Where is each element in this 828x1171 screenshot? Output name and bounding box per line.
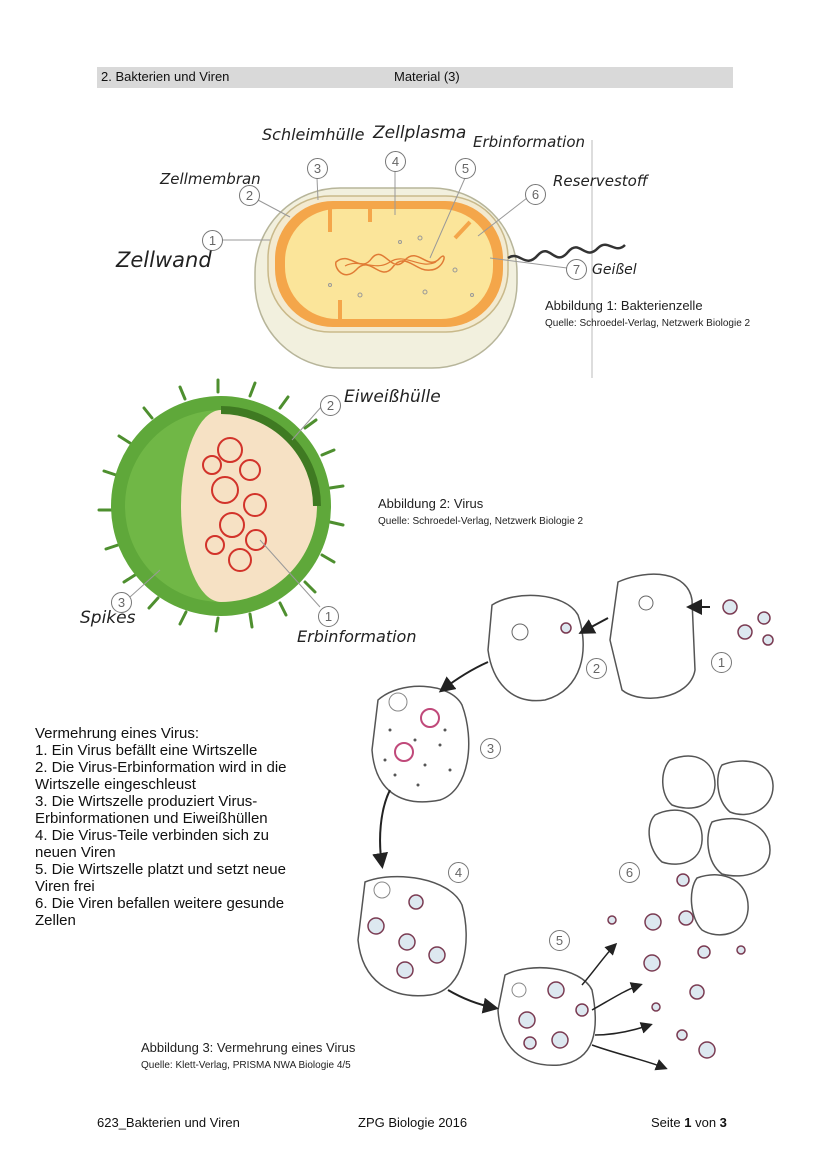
bacterium-number-5: 5: [455, 158, 476, 179]
source-figure-3: Quelle: Klett-Verlag, PRISMA NWA Biologi…: [141, 1060, 351, 1071]
replication-step-line: 3. Die Wirtszelle produziert Virus-: [35, 793, 258, 810]
source-figure-2: Quelle: Schroedel-Verlag, Netzwerk Biolo…: [378, 516, 584, 527]
cycle-number-6: 6: [619, 862, 640, 883]
label-zellplasma: Zellplasma: [373, 123, 467, 143]
replication-step-line: neuen Viren: [35, 844, 116, 861]
label-eiweisshuelle: Eiweißhülle: [344, 387, 441, 407]
replication-step-line: 6. Die Viren befallen weitere gesunde: [35, 895, 285, 912]
bacterium-number-1: 1: [202, 230, 223, 251]
replication-step-line: 4. Die Virus-Teile verbinden sich zu: [35, 827, 270, 844]
bacterium-number-6: 6: [525, 184, 546, 205]
footer-page-total: 3: [719, 1115, 727, 1130]
replication-step-line: Wirtszelle eingeschleust: [35, 776, 196, 793]
label-zellwand: Zellwand: [116, 248, 212, 272]
replication-steps-text: Vermehrung eines Virus: 1. Ein Virus bef…: [35, 725, 287, 929]
replication-step-line: Viren frei: [35, 878, 95, 895]
cycle-number-3: 3: [480, 738, 501, 759]
chapter-title: 2. Bakterien und Viren: [101, 69, 230, 84]
cycle-number-2: 2: [586, 658, 607, 679]
replication-steps-title: Vermehrung eines Virus:: [35, 725, 199, 742]
label-geissel: Geißel: [592, 262, 637, 278]
label-erbinformation-bacterium: Erbinformation: [473, 133, 586, 151]
caption-figure-3: Abbildung 3: Vermehrung eines Virus: [141, 1040, 356, 1055]
virus-number-2: 2: [320, 395, 341, 416]
replication-step-line: 5. Die Wirtszelle platzt und setzt neue: [35, 861, 286, 878]
cycle-number-5: 5: [549, 930, 570, 951]
caption-figure-1: Abbildung 1: Bakterienzelle: [545, 298, 703, 313]
footer-organization: ZPG Biologie 2016: [358, 1115, 468, 1130]
label-reservestoff: Reservestoff: [553, 172, 648, 190]
replication-step-line: 1. Ein Virus befällt eine Wirtszelle: [35, 742, 258, 759]
bacterium-number-2: 2: [239, 185, 260, 206]
label-erbinformation-virus: Erbinformation: [297, 627, 417, 646]
footer-page-number: 1: [684, 1115, 692, 1130]
header-bar: 2. Bakterien und Viren Material (3): [97, 67, 733, 88]
replication-step-line: Erbinformationen und Eiweißhüllen: [35, 810, 268, 827]
label-schleimhuelle: Schleimhülle: [262, 125, 365, 144]
footer-page-indicator: Seite 1 von 3: [651, 1115, 727, 1130]
bacterium-number-3: 3: [307, 158, 328, 179]
virus-number-3: 3: [111, 592, 132, 613]
label-zellmembran: Zellmembran: [160, 170, 261, 188]
caption-figure-2: Abbildung 2: Virus: [378, 496, 484, 511]
material-label: Material (3): [394, 69, 460, 84]
virus-number-1: 1: [318, 606, 339, 627]
cycle-number-4: 4: [448, 862, 469, 883]
footer-document-id: 623_Bakterien und Viren: [97, 1115, 240, 1130]
label-spikes: Spikes: [80, 608, 136, 628]
bacterium-number-7: 7: [566, 259, 587, 280]
replication-step-line: Zellen: [35, 912, 76, 929]
replication-step-line: 2. Die Virus-Erbinformation wird in die: [35, 759, 287, 776]
footer-page-prefix: Seite: [651, 1115, 685, 1130]
footer-page-mid: von: [691, 1115, 720, 1130]
cytoplasm-shape: [285, 209, 493, 319]
bacterium-number-4: 4: [385, 151, 406, 172]
source-figure-1: Quelle: Schroedel-Verlag, Netzwerk Biolo…: [545, 318, 751, 329]
cycle-number-1: 1: [711, 652, 732, 673]
